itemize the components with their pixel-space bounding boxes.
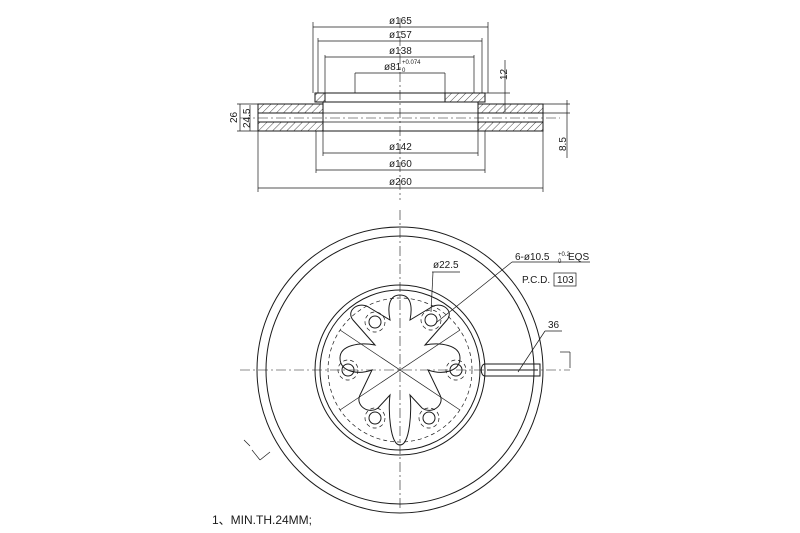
hat-inner-circle (319, 289, 481, 451)
bolt-holes (337, 309, 467, 429)
bolt-hole-ring (364, 407, 386, 429)
bolt-hole (422, 411, 436, 425)
leader-d22-5: ø22.5 (430, 260, 460, 313)
label-36: 36 (548, 320, 560, 331)
center-star-cutout (339, 294, 461, 446)
hat-hidden-circle (327, 297, 473, 443)
dim-24-5: 24.5 (242, 105, 253, 131)
leader-bolt-holes: 6-ø10.5 +0.2 0 EQS P.C.D. 103 (436, 252, 590, 323)
label-d81-tol-lower: 0 (402, 68, 406, 74)
rim-slot (480, 363, 541, 377)
left-flange-top (257, 103, 324, 114)
label-8-5: 8.5 (558, 137, 569, 151)
note-1: 1、MIN.TH.24MM; (212, 513, 312, 527)
view-arrow-left (243, 439, 271, 461)
label-24-5: 24.5 (242, 108, 253, 128)
right-flange-bottom (477, 121, 544, 132)
label-d22-5: ø22.5 (433, 260, 459, 271)
label-d260: ø260 (389, 177, 412, 188)
hat-top-right-hatch (444, 92, 486, 103)
dim-d165: ø165 (312, 16, 489, 93)
dim-d142: ø142 (322, 131, 479, 156)
dim-d81: ø81 +0.074 0 (354, 60, 446, 102)
bolt-hole (341, 363, 355, 377)
front-view: ø22.5 6-ø10.5 +0.2 0 EQS P.C.D. 103 36 (240, 210, 590, 514)
label-d160: ø160 (389, 159, 412, 170)
left-flange-bottom (257, 121, 324, 132)
bolt-hole-ring (420, 309, 442, 331)
label-d165: ø165 (389, 16, 412, 27)
dim-d138: ø138 (324, 46, 475, 93)
dim-8-5: 8.5 (543, 100, 570, 158)
section-view: ø165 ø157 ø138 ø81 +0.074 0 12 (229, 16, 570, 200)
dim-d157: ø157 (317, 30, 483, 93)
label-pcd: P.C.D. (522, 275, 550, 286)
label-holes-suffix: EQS (568, 252, 589, 263)
construction-line-b (339, 329, 461, 411)
label-holes: 6-ø10.5 (515, 252, 550, 263)
label-d81-tol-upper: +0.074 (402, 60, 421, 66)
label-d81: ø81 (384, 62, 402, 73)
pcd-box (553, 272, 577, 287)
label-12: 12 (499, 68, 510, 80)
hat-top-left-hatch (314, 92, 326, 103)
label-pcd-value: 103 (557, 275, 574, 286)
label-holes-tol: +0.2 (558, 252, 571, 258)
bolt-hole (368, 411, 382, 425)
label-holes-tol-lower: 0 (558, 259, 562, 265)
right-flange-top (477, 103, 544, 114)
bolt-hole-ring (364, 311, 386, 333)
bolt-hole (449, 363, 463, 377)
dim-d260: ø260 (257, 131, 544, 192)
dim-26: 26 (229, 103, 258, 132)
label-d157: ø157 (389, 30, 412, 41)
label-d138: ø138 (389, 46, 412, 57)
label-26: 26 (229, 111, 240, 123)
hat-outer-circle (314, 284, 486, 456)
bolt-hole (368, 315, 382, 329)
bolt-hole-ring (418, 407, 440, 429)
label-d142: ø142 (389, 142, 412, 153)
dim-12: 12 (478, 60, 510, 112)
leader-36: 36 (517, 320, 562, 373)
view-arrow-right (560, 351, 571, 368)
bolt-hole (424, 313, 438, 327)
bolt-hole-ring (445, 359, 467, 381)
dim-d160: ø160 (315, 131, 486, 173)
outer-rim-circle (256, 226, 544, 514)
bolt-hole-ring (337, 359, 359, 381)
